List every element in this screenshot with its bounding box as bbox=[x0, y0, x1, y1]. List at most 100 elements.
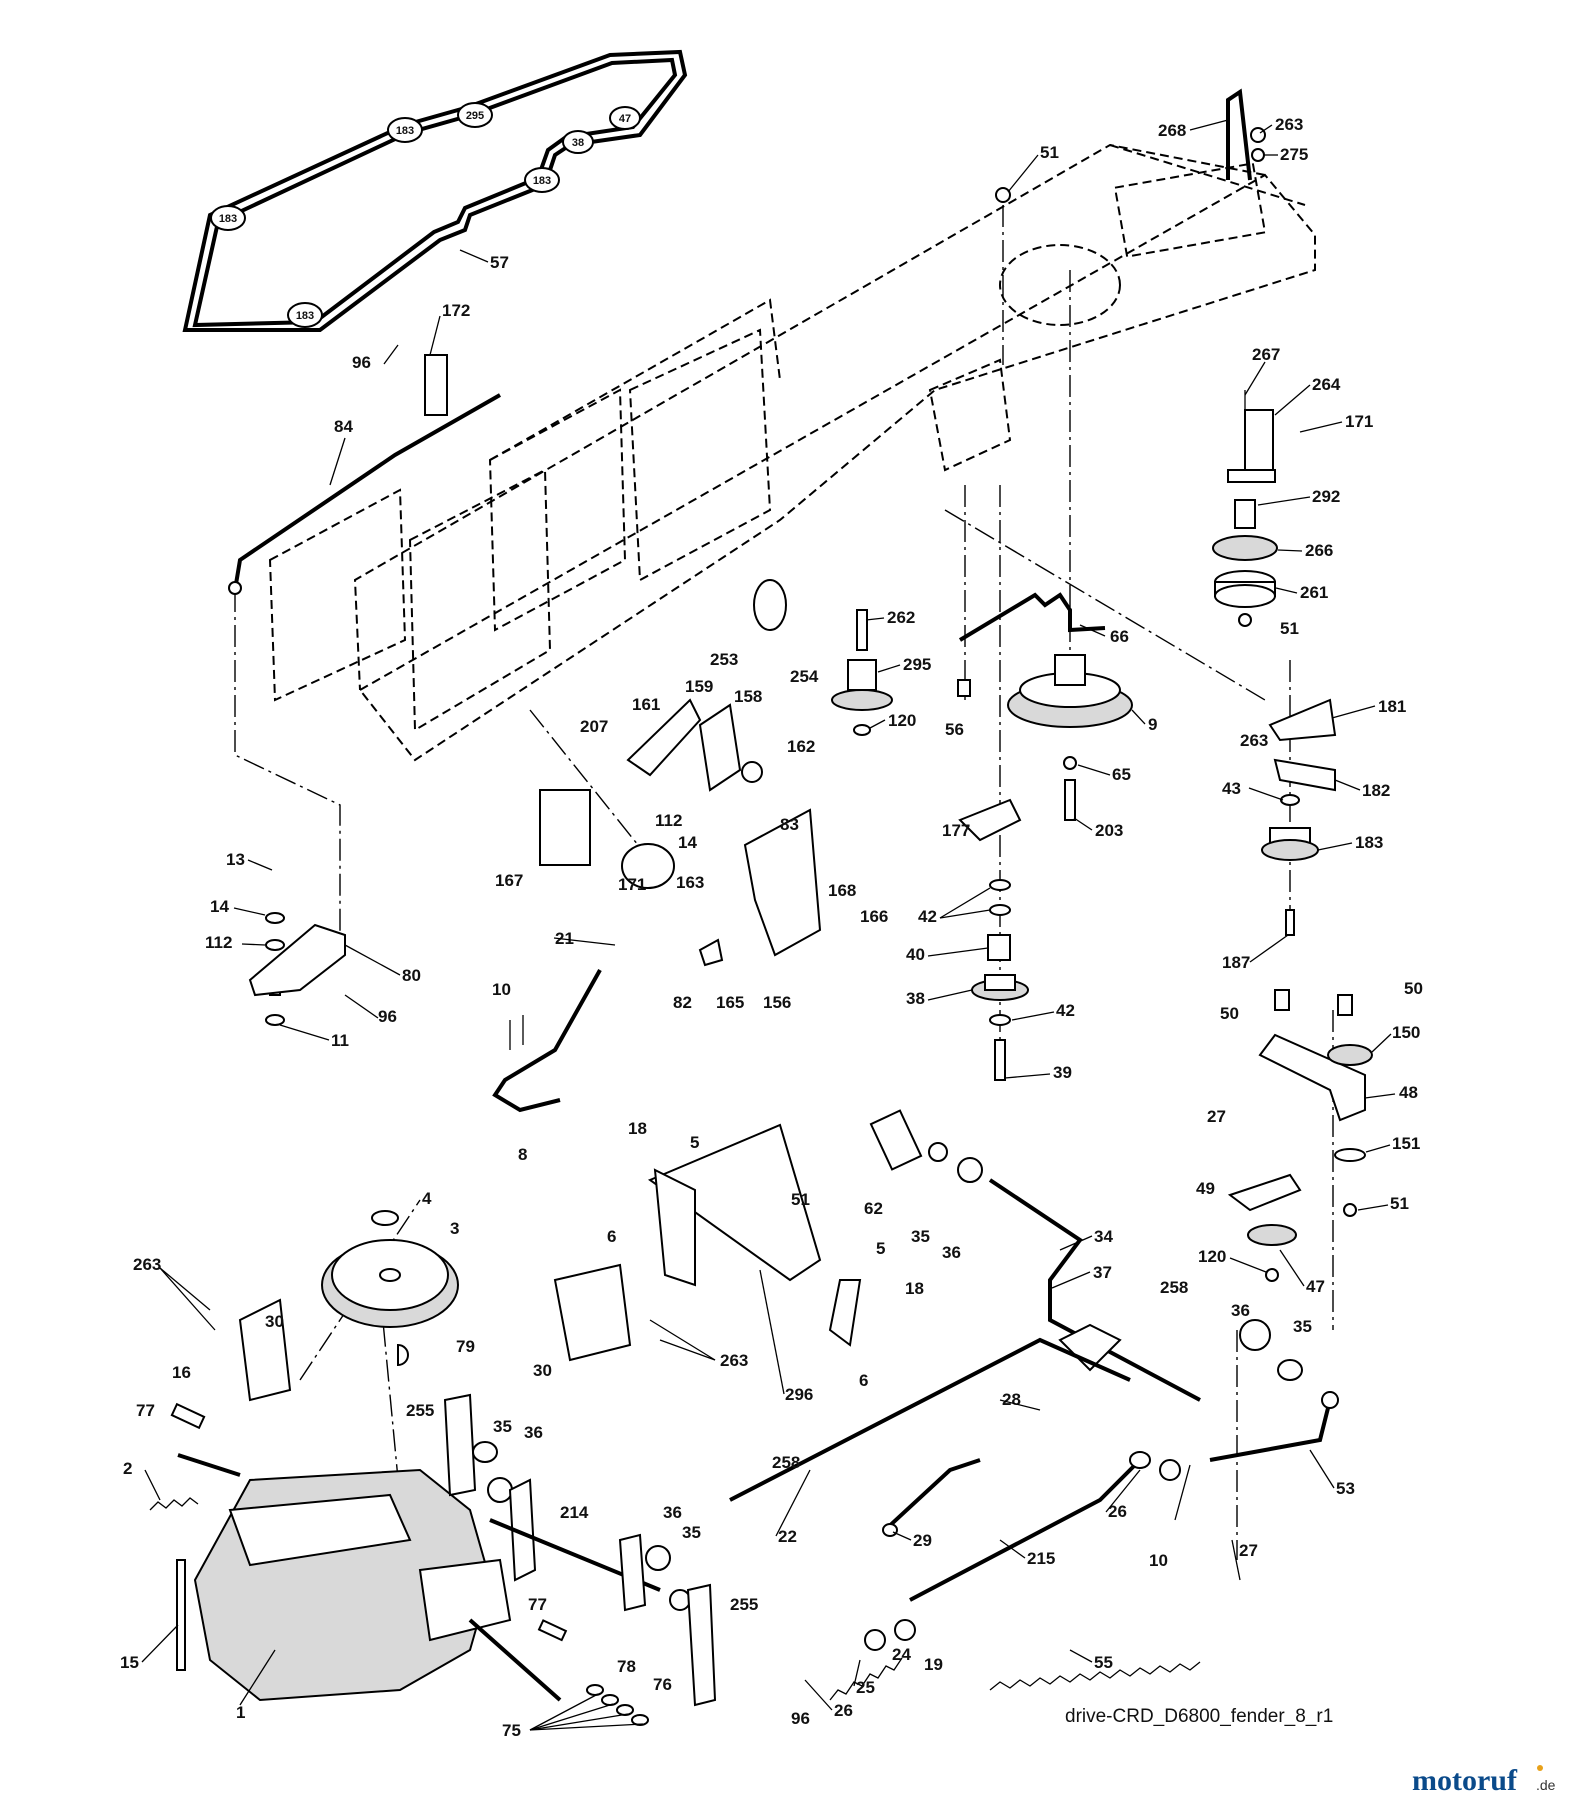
callout-30b: 30 bbox=[533, 1361, 552, 1380]
belt-pulley-295: 295 bbox=[457, 102, 493, 128]
callout-296: 296 bbox=[785, 1385, 813, 1404]
callout-36b: 36 bbox=[1231, 1301, 1250, 1320]
callout-27b: 27 bbox=[1239, 1541, 1258, 1560]
callout-65: 65 bbox=[1112, 765, 1131, 784]
callout-77b: 77 bbox=[528, 1595, 547, 1614]
callout-166: 166 bbox=[860, 907, 888, 926]
callout-8: 8 bbox=[518, 1145, 527, 1164]
callout-51c: 51 bbox=[1390, 1194, 1409, 1213]
callout-13: 13 bbox=[226, 850, 245, 869]
shaft-214 bbox=[443, 1393, 717, 1707]
callout-263d: 263 bbox=[720, 1351, 748, 1370]
callout-51: 51 bbox=[1040, 143, 1059, 162]
callout-263: 263 bbox=[1275, 115, 1303, 134]
callout-254: 254 bbox=[790, 667, 819, 686]
svg-text:38: 38 bbox=[572, 137, 584, 149]
svg-text:295: 295 bbox=[466, 110, 484, 122]
callout-203: 203 bbox=[1095, 821, 1123, 840]
callout-255: 255 bbox=[406, 1401, 434, 1420]
bracket-plate-296 bbox=[238, 1123, 862, 1402]
callout-40: 40 bbox=[906, 945, 925, 964]
callout-150: 150 bbox=[1392, 1023, 1420, 1042]
callout-181: 181 bbox=[1378, 697, 1406, 716]
callout-171b: 171 bbox=[618, 875, 646, 894]
callout-207: 207 bbox=[580, 717, 608, 736]
belt-pulley-183-b: 183 bbox=[387, 117, 423, 143]
callout-36d: 36 bbox=[663, 1503, 682, 1522]
callout-161: 161 bbox=[632, 695, 660, 714]
belt-pulley-183-a: 183 bbox=[210, 205, 246, 231]
callout-6b: 6 bbox=[859, 1371, 868, 1390]
callout-50: 50 bbox=[1220, 1004, 1239, 1023]
callout-16: 16 bbox=[172, 1363, 191, 1382]
callout-187: 187 bbox=[1222, 953, 1250, 972]
callout-151: 151 bbox=[1392, 1134, 1420, 1153]
pulley-38-stack bbox=[958, 798, 1029, 1081]
motoruf-watermark: motoruf .de bbox=[1412, 1764, 1556, 1797]
belt-pulley-183-d: 183 bbox=[287, 302, 323, 328]
svg-text:183: 183 bbox=[296, 310, 314, 322]
callout-35d: 35 bbox=[682, 1523, 701, 1542]
callout-5: 5 bbox=[690, 1133, 699, 1152]
callout-120: 120 bbox=[888, 711, 916, 730]
callout-1: 1 bbox=[236, 1703, 245, 1722]
clutch-bracket-cluster bbox=[539, 579, 822, 967]
callout-labels: 268 263 275 51 57 172 96 84 267 264 171 … bbox=[120, 115, 1423, 1740]
callout-42b: 42 bbox=[1056, 1001, 1075, 1020]
callout-172: 172 bbox=[442, 301, 470, 320]
callout-120b: 120 bbox=[1198, 1247, 1226, 1266]
callout-83: 83 bbox=[780, 815, 799, 834]
callout-53: 53 bbox=[1336, 1479, 1355, 1498]
chassis-frame bbox=[268, 143, 1316, 762]
callout-79: 79 bbox=[456, 1337, 475, 1356]
callout-268: 268 bbox=[1158, 121, 1186, 140]
control-lever-8 bbox=[492, 969, 602, 1113]
callout-168: 168 bbox=[828, 881, 856, 900]
callout-84: 84 bbox=[334, 417, 353, 436]
callout-10: 10 bbox=[492, 980, 511, 999]
callout-171: 171 bbox=[1345, 412, 1373, 431]
tension-arm-48 bbox=[1227, 989, 1373, 1282]
callout-261: 261 bbox=[1300, 583, 1328, 602]
callout-158: 158 bbox=[734, 687, 762, 706]
callout-156: 156 bbox=[763, 993, 791, 1012]
callout-295: 295 bbox=[903, 655, 931, 674]
callout-266: 266 bbox=[1305, 541, 1333, 560]
callout-51d: 51 bbox=[791, 1190, 810, 1209]
callout-82: 82 bbox=[673, 993, 692, 1012]
callout-14b: 14 bbox=[210, 897, 229, 916]
callout-42: 42 bbox=[918, 907, 937, 926]
callout-163: 163 bbox=[676, 873, 704, 892]
callout-35b: 35 bbox=[1293, 1317, 1312, 1336]
svg-text:183: 183 bbox=[396, 125, 414, 137]
callout-25: 25 bbox=[856, 1678, 875, 1697]
callout-9: 9 bbox=[1148, 715, 1157, 734]
callout-78: 78 bbox=[617, 1657, 636, 1676]
brake-arm-80 bbox=[248, 912, 346, 1026]
callout-57: 57 bbox=[490, 253, 509, 272]
callout-183: 183 bbox=[1355, 833, 1383, 852]
lever-268 bbox=[995, 88, 1266, 203]
variable-pulley bbox=[958, 592, 1133, 821]
callout-162: 162 bbox=[787, 737, 815, 756]
callout-262: 262 bbox=[887, 608, 915, 627]
belt-pulley-38: 38 bbox=[562, 130, 594, 154]
callout-75: 75 bbox=[502, 1721, 521, 1740]
callout-48: 48 bbox=[1399, 1083, 1418, 1102]
shift-rod bbox=[228, 354, 501, 595]
callout-43: 43 bbox=[1222, 779, 1241, 798]
transaxle bbox=[149, 1402, 568, 1702]
callout-34: 34 bbox=[1094, 1227, 1113, 1246]
idler-arm-181-183 bbox=[1261, 698, 1337, 936]
callout-267: 267 bbox=[1252, 345, 1280, 364]
callout-56: 56 bbox=[945, 720, 964, 739]
callout-35c: 35 bbox=[493, 1417, 512, 1436]
callout-29: 29 bbox=[913, 1531, 932, 1550]
callout-38: 38 bbox=[906, 989, 925, 1008]
callout-255b: 255 bbox=[730, 1595, 758, 1614]
watermark-dot bbox=[1537, 1765, 1543, 1771]
callout-258b: 258 bbox=[772, 1453, 800, 1472]
callout-18: 18 bbox=[628, 1119, 647, 1138]
svg-text:183: 183 bbox=[533, 175, 551, 187]
callout-26b: 26 bbox=[834, 1701, 853, 1720]
